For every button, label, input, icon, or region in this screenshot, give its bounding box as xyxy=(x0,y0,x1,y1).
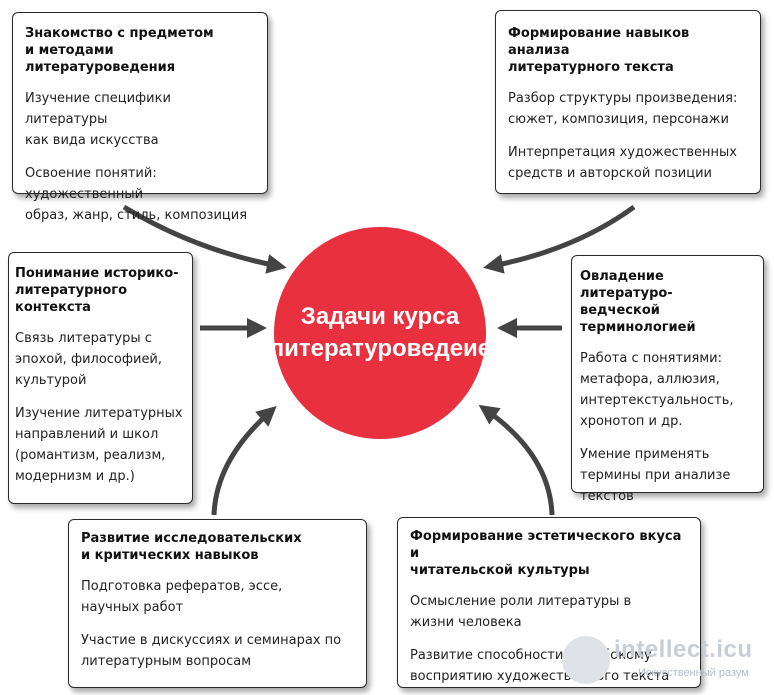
box-title: Формирование эстетического вкуса и читат… xyxy=(410,529,682,578)
box-item: Освоение понятий: художественный образ, … xyxy=(25,166,248,223)
center-circle: Задачи курса литературоведеие xyxy=(269,227,491,439)
box-item: Работа с понятиями: метафора, аллюзия, и… xyxy=(580,351,734,429)
box-top-left: Знакомство с предметом и методами литера… xyxy=(12,12,268,223)
arrow-bottom-left xyxy=(211,406,277,516)
box-item: Интерпретация художественных средств и а… xyxy=(508,145,737,181)
watermark-subtitle: Искусственный разум xyxy=(638,667,749,679)
arrow-bottom-right xyxy=(478,404,555,516)
box-mid-right: Овладение литературо- ведческой терминол… xyxy=(571,255,764,504)
box-title: Знакомство с предметом и методами литера… xyxy=(25,26,214,75)
box-bottom-right: Формирование эстетического вкуса и читат… xyxy=(397,517,701,688)
box-item: Изучение специфики литературы как вида и… xyxy=(25,91,171,148)
watermark-title: intellect.icu xyxy=(614,636,753,663)
box-item: Подготовка рефератов, эссе, научных рабо… xyxy=(81,579,283,615)
arrow-top-left xyxy=(122,204,287,274)
box-item: Разбор структуры произведения: сюжет, ко… xyxy=(508,91,738,127)
watermark: intellect.icu Искусственный разум xyxy=(562,634,772,694)
box-item: Осмысление роли литературы в жизни челов… xyxy=(410,594,632,630)
box-bottom-left: Развитие исследовательских и критических… xyxy=(68,519,367,688)
box-title: Развитие исследовательских и критических… xyxy=(81,531,302,563)
box-item: Умение применять термины при анализе тек… xyxy=(580,447,731,504)
box-mid-left: Понимание историко- литературного контек… xyxy=(8,252,193,504)
box-item: Участие в дискуссиях и семинарах по лите… xyxy=(81,633,342,669)
box-title: Формирование навыков анализа литературно… xyxy=(508,26,690,75)
box-top-right: Формирование навыков анализа литературно… xyxy=(495,10,761,194)
box-title: Овладение литературо- ведческой терминол… xyxy=(580,269,696,335)
box-title: Понимание историко- литературного контек… xyxy=(15,266,179,315)
watermark-logo-icon xyxy=(562,636,610,684)
center-title: Задачи курса литературоведеие xyxy=(268,303,492,362)
arrow-top-right xyxy=(483,204,636,274)
box-item: Связь литературы с эпохой, философией, к… xyxy=(15,331,163,388)
box-item: Изучение литературных направлений и школ… xyxy=(15,406,183,484)
